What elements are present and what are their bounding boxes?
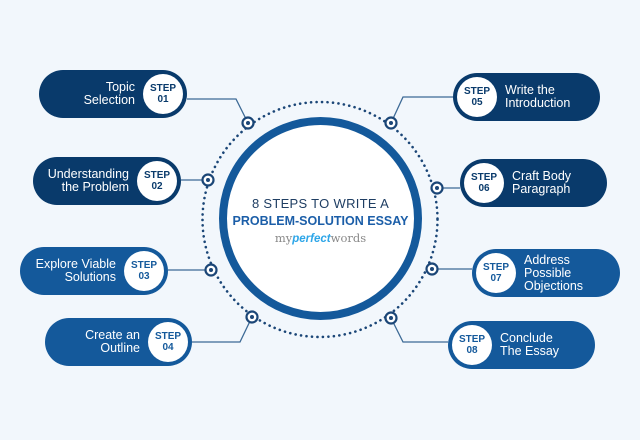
logo-prefix: my <box>274 231 293 245</box>
connector-step-08 <box>390 317 448 343</box>
connector-step-04 <box>192 316 253 343</box>
connector-step-05 <box>390 96 453 124</box>
brand-logo: myperfectwords <box>275 231 366 245</box>
title-line-2: PROBLEM-SOLUTION ESSAY <box>232 214 409 228</box>
connector-step-01 <box>187 98 249 124</box>
dotted-orbit <box>201 100 439 339</box>
logo-middle: perfect <box>292 233 331 245</box>
center-title-circle: 8 STEPS TO WRITE A PROBLEM-SOLUTION ESSA… <box>219 117 422 320</box>
title-line-1: 8 STEPS TO WRITE A <box>251 196 390 211</box>
logo-suffix: words <box>330 231 367 245</box>
